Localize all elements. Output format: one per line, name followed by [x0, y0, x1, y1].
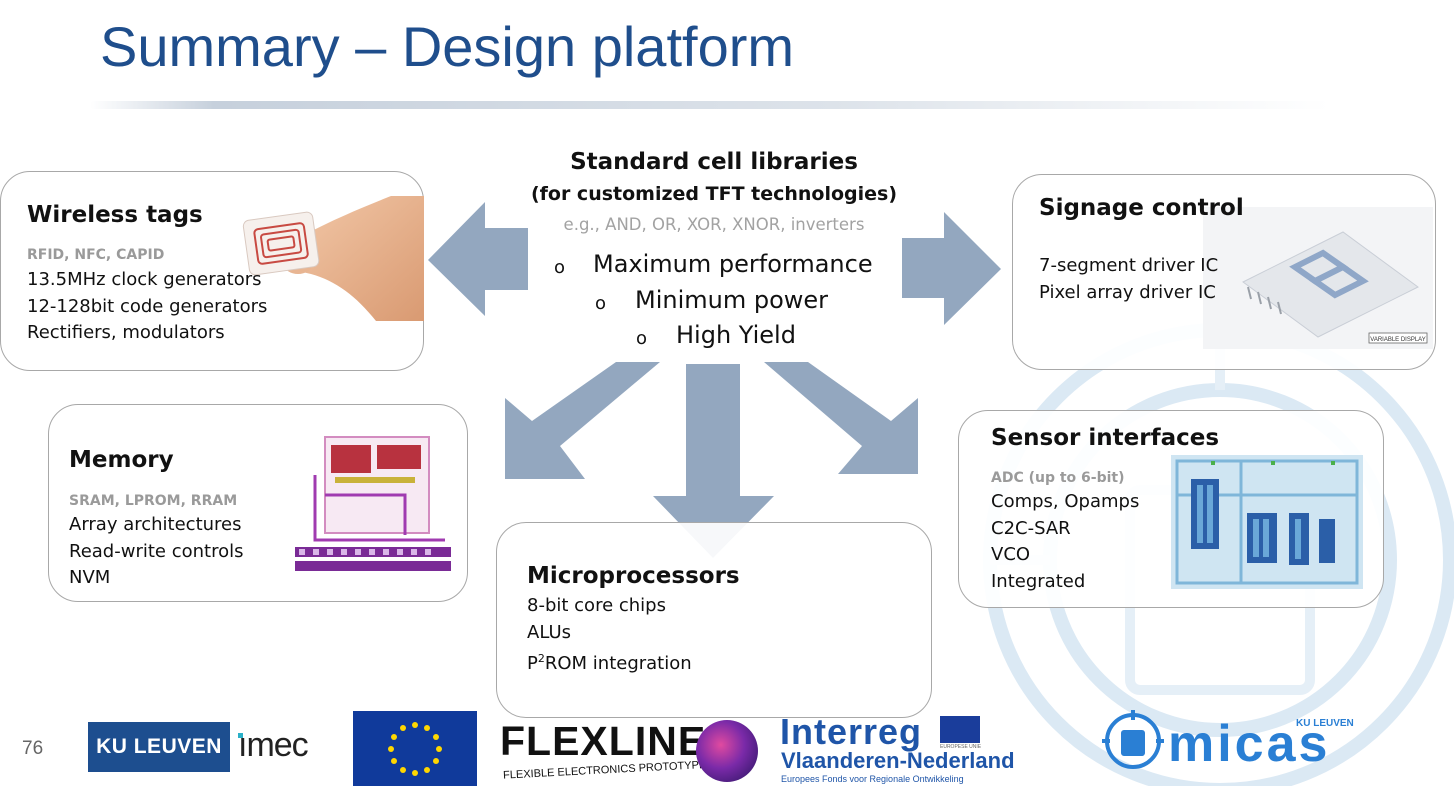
- memory-layout-image: [295, 436, 451, 571]
- list-item: NVM: [69, 567, 111, 588]
- list-item: ALUs: [527, 621, 571, 643]
- signage-caption: VARIABLE DISPLAY: [1370, 337, 1425, 343]
- flexlines-orb-icon: [696, 720, 758, 782]
- list-item: 8-bit core chips: [527, 595, 666, 616]
- interreg-fund: Europees Fonds voor Regionale Ontwikkeli…: [781, 774, 964, 784]
- rom-text: ROM integration: [544, 653, 692, 674]
- micas-emblem-icon: [1102, 710, 1164, 769]
- superscript: 2: [537, 652, 545, 665]
- seven-segment-display-photo: VARIABLE DISPLAY: [1203, 207, 1433, 349]
- card-lines: 13.5MHz clock generators 12-128bit code …: [27, 267, 267, 347]
- card-signage-control: VARIABLE DISPLAY Signage control 7-segme…: [1012, 174, 1436, 370]
- card-title: Memory: [69, 447, 174, 473]
- bullet-marker: o: [554, 257, 566, 278]
- title-underline: [90, 101, 1330, 109]
- list-item: 13.5MHz clock generators: [27, 269, 262, 290]
- bullet-marker: o: [636, 328, 648, 349]
- slide-title: Summary – Design platform: [100, 15, 795, 78]
- bullet-max-performance: Maximum performance: [593, 250, 873, 278]
- list-item: Read-write controls: [69, 540, 244, 562]
- bullet-marker: o: [595, 293, 607, 314]
- card-sensor-interfaces: Sensor interfaces ADC (up to 6-bit) Comp…: [958, 410, 1384, 608]
- interreg-logo: Interreg: [780, 711, 923, 752]
- eu-flag-logo: [353, 711, 477, 786]
- list-item: Comps, Opamps: [991, 491, 1140, 512]
- arrow-down-icon: [653, 364, 774, 558]
- flexlines-logo: FLEXLINES: [500, 718, 735, 764]
- card-memory: Memory SRAM, LPROM, RRAM Array architect…: [48, 404, 468, 602]
- card-title: Wireless tags: [27, 202, 203, 228]
- interreg-region: Vlaanderen-Nederland: [781, 748, 1015, 773]
- center-examples: e.g., AND, OR, XOR, XNOR, inverters: [563, 215, 865, 234]
- card-subtitle: RFID, NFC, CAPID: [27, 247, 165, 263]
- page-number: 76: [22, 738, 44, 759]
- card-lines: Array architectures Read-write controls …: [69, 512, 243, 592]
- list-item: 7-segment driver IC: [1039, 255, 1219, 276]
- list-item: Array architectures: [69, 514, 242, 535]
- bullet-min-power: Minimum power: [635, 286, 829, 314]
- card-subtitle: SRAM, LPROM, RRAM: [69, 493, 238, 509]
- center-title: Standard cell libraries: [570, 149, 858, 175]
- arrow-right-icon: [902, 212, 1001, 325]
- micas-ku-leuven-label: KU LEUVEN: [1296, 718, 1354, 729]
- card-title: Signage control: [1039, 195, 1244, 221]
- bullet-high-yield: High Yield: [676, 321, 796, 349]
- list-item: VCO: [991, 544, 1031, 565]
- list-item: Integrated: [991, 570, 1086, 592]
- sensor-layout-image: [1171, 455, 1363, 589]
- card-wireless-tags: Wireless tags RFID, NFC, CAPID 13.5MHz c…: [0, 171, 424, 371]
- center-subtitle: (for customized TFT technologies): [530, 183, 898, 205]
- eu-stars-icon: [388, 722, 442, 776]
- interreg-eu-caption: EUROPESE UNIE: [940, 744, 982, 750]
- card-lines: Comps, Opamps C2C-SAR VCO Integrated: [991, 489, 1139, 595]
- interreg-eu-flag-icon: [940, 716, 980, 743]
- list-item: Rectifiers, modulators: [27, 322, 225, 343]
- p-text: P: [527, 653, 538, 674]
- arrow-down-left-icon: [505, 362, 660, 479]
- wireless-tag-photo: [242, 196, 424, 321]
- card-lines: 7-segment driver IC Pixel array driver I…: [1039, 253, 1218, 306]
- card-title: Microprocessors: [527, 563, 740, 589]
- card-microprocessors: Microprocessors 8-bit core chips ALUs P2…: [496, 522, 932, 718]
- list-item: C2C-SAR: [991, 517, 1071, 539]
- list-item: Pixel array driver IC: [1039, 281, 1216, 303]
- imec-logo: ımec: [238, 726, 309, 764]
- card-subtitle: ADC (up to 6-bit): [991, 470, 1125, 486]
- card-title: Sensor interfaces: [991, 425, 1220, 451]
- micas-logo: micas: [1168, 715, 1331, 773]
- arrow-left-icon: [428, 202, 528, 316]
- arrow-down-right-icon: [764, 362, 918, 474]
- ku-leuven-logo: KU LEUVEN: [88, 722, 230, 772]
- imec-dot-icon: [238, 733, 243, 738]
- list-item: P2ROM integration: [527, 646, 692, 678]
- standard-cell-block: Standard cell libraries (for customized …: [520, 146, 908, 234]
- list-item: 12-128bit code generators: [27, 295, 268, 317]
- card-lines: 8-bit core chips ALUs P2ROM integration: [527, 593, 692, 678]
